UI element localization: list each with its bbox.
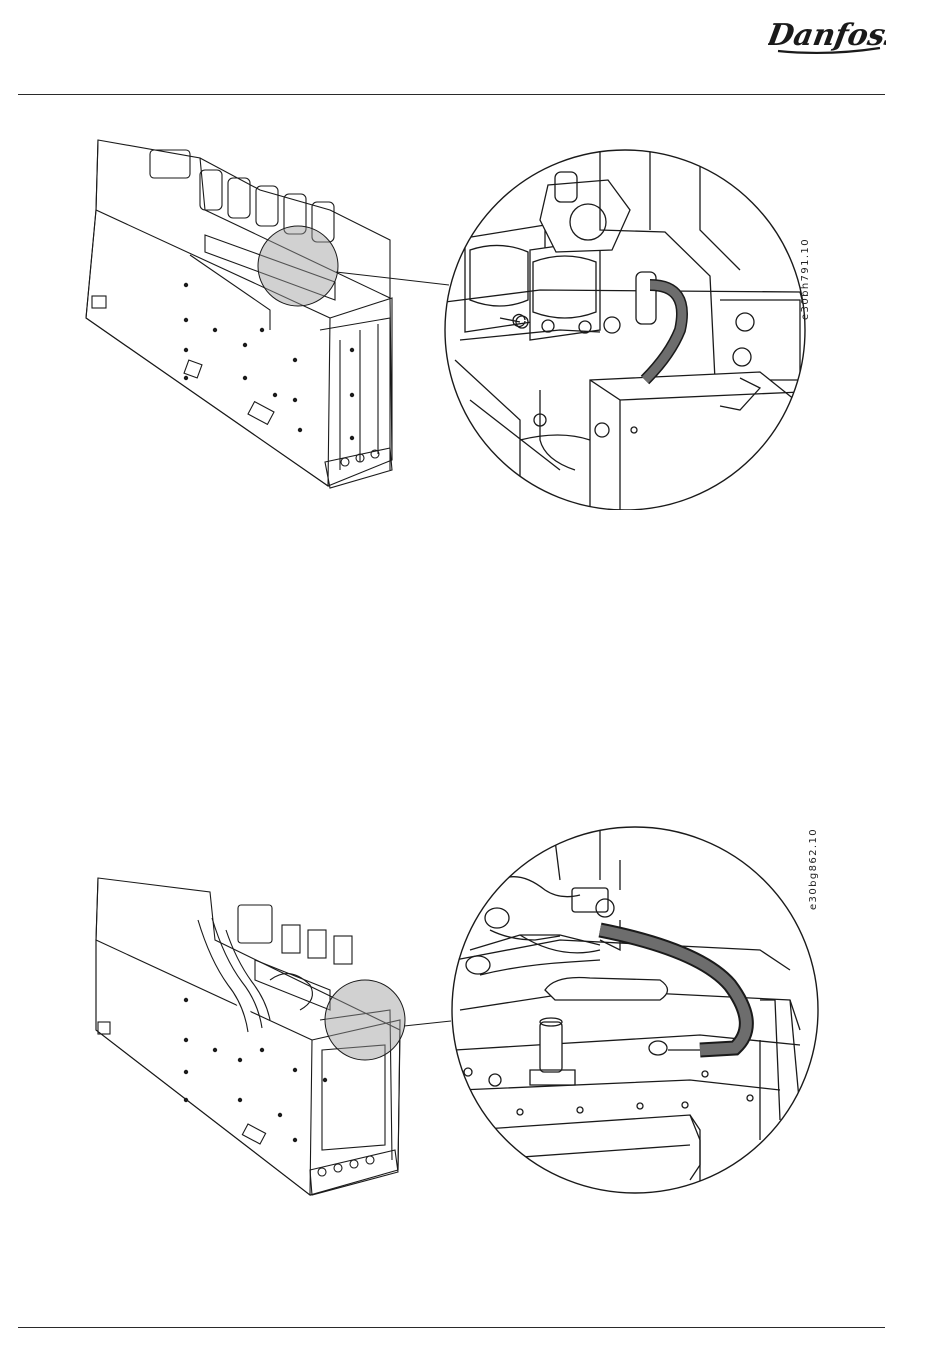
footer-rule [18,1327,885,1328]
danfoss-logo: Danfoss [768,12,886,58]
header-rule [18,94,885,95]
figure-2-code: e30bg862.10 [808,828,819,910]
figure-1: e30bh791.10 [0,120,950,510]
svg-text:Danfoss: Danfoss [768,18,886,53]
figure-1-code: e30bh791.10 [800,238,811,320]
figure-2: e30bg862.10 [0,820,950,1210]
